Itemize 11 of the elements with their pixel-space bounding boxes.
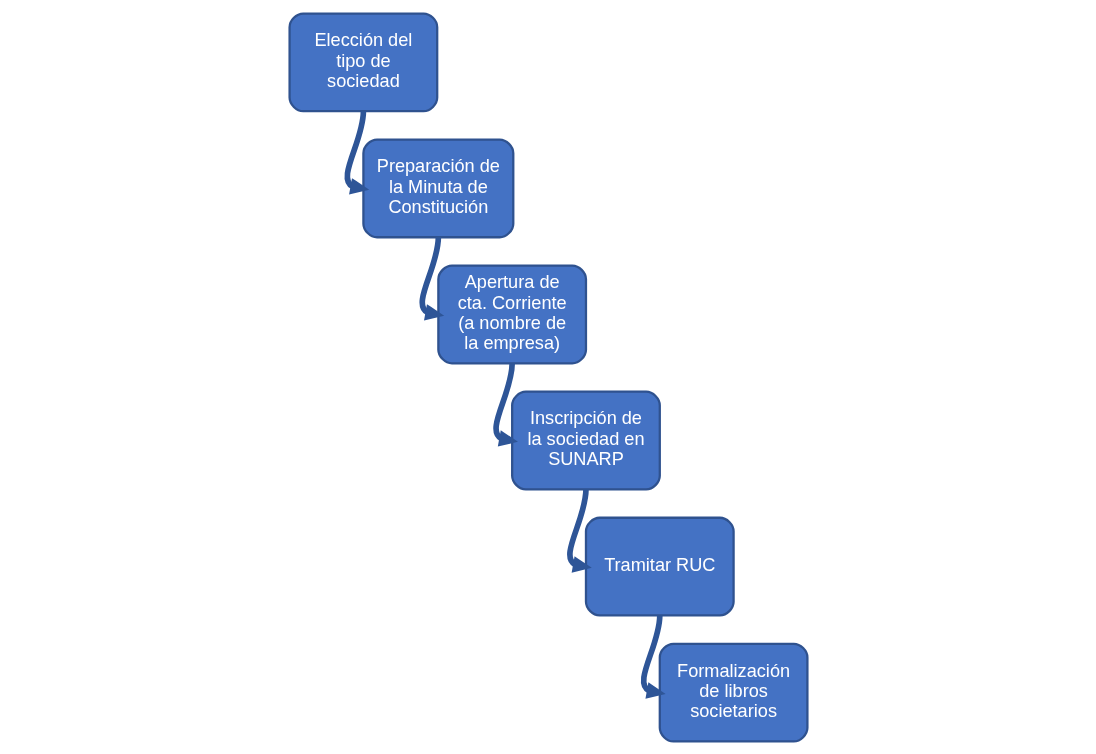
arrow: [344, 110, 369, 194]
node-box: Tramitar RUC: [584, 516, 735, 617]
node-box: Inscripción de la sociedad en SUNARP: [510, 390, 661, 490]
node-box: Elección del tipo de sociedad: [287, 11, 438, 112]
arrow: [419, 236, 444, 321]
arrow: [566, 488, 592, 573]
arrow: [640, 614, 666, 699]
arrow: [492, 362, 518, 447]
node-box: Formalización de libros societarios: [658, 642, 809, 743]
node-box: Apertura de cta. Corriente (a nombre de la empresa): [436, 264, 587, 364]
node-box: Preparación de la Minuta de Constitución: [361, 137, 514, 238]
